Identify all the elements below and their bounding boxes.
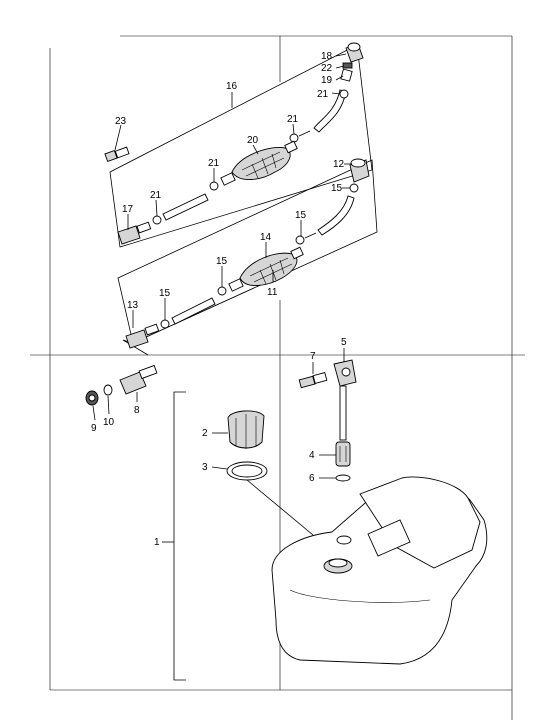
callout-21: 21 <box>208 158 220 169</box>
callout-1: 1 <box>154 537 160 548</box>
callout-10: 10 <box>103 417 115 428</box>
callout-19: 19 <box>321 75 333 86</box>
callout-15: 15 <box>295 210 307 221</box>
fuel-tank-parts <box>226 359 357 556</box>
callout-7: 7 <box>310 351 316 362</box>
callout-18: 18 <box>321 51 333 62</box>
callout-16: 16 <box>226 81 238 92</box>
callout-20: 20 <box>247 135 259 146</box>
callout-4: 4 <box>309 450 315 461</box>
callout-8: 8 <box>134 405 140 416</box>
callout-15: 15 <box>331 183 343 194</box>
fuel-tank <box>271 476 488 665</box>
callout-11: 11 <box>267 287 278 298</box>
hose-assembly-16-box <box>109 44 373 248</box>
callout-21: 21 <box>150 190 162 201</box>
callout-2: 2 <box>202 428 208 439</box>
callout-14: 14 <box>260 232 272 243</box>
callout-13: 13 <box>127 300 139 311</box>
frame-lines <box>30 35 525 720</box>
callout-17: 17 <box>122 204 134 215</box>
lower-hose-assembly <box>125 158 370 349</box>
callout-15: 15 <box>216 256 228 267</box>
callout-9: 9 <box>91 423 97 434</box>
callout-21: 21 <box>317 89 329 100</box>
callout-3: 3 <box>202 462 208 473</box>
bracket-1 <box>162 391 186 681</box>
callout-23: 23 <box>115 116 127 127</box>
callout-5: 5 <box>341 337 347 348</box>
callout-6: 6 <box>309 473 315 484</box>
callout-15: 15 <box>159 288 171 299</box>
callout-labels: 18 22 19 21 16 23 21 20 21 12 15 21 17 1… <box>91 51 347 548</box>
callout-21: 21 <box>287 114 299 125</box>
leader-lines <box>92 53 352 479</box>
callout-22: 22 <box>321 63 333 74</box>
fitting-23 <box>104 146 130 163</box>
callout-12: 12 <box>333 159 345 170</box>
fitting-8-9-10 <box>85 364 158 406</box>
